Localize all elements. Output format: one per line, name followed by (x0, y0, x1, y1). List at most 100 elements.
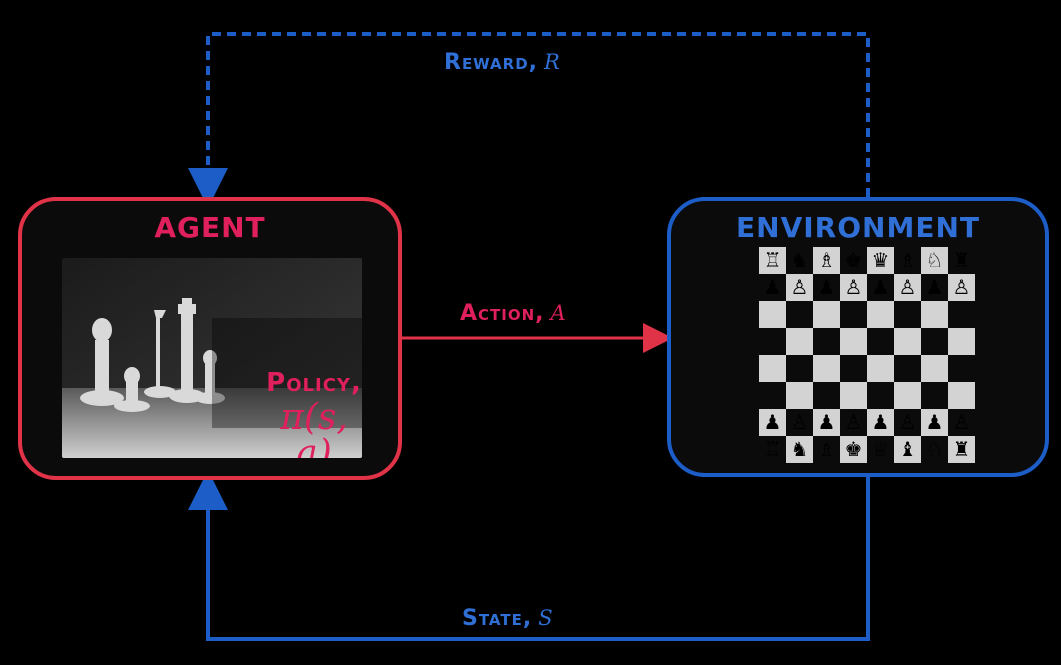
chess-piece-icon: ♗ (817, 437, 836, 461)
board-square (840, 328, 867, 355)
chess-piece-icon: ♚ (844, 437, 863, 461)
board-square (759, 301, 786, 328)
board-square: ♙ (948, 409, 975, 436)
chess-piece-icon: ♖ (763, 437, 782, 461)
board-square: ♛ (867, 247, 894, 274)
board-square: ♟ (921, 274, 948, 301)
board-square (813, 301, 840, 328)
board-square (840, 382, 867, 409)
board-square (867, 301, 894, 328)
board-square (921, 328, 948, 355)
chess-piece-icon: ♟ (817, 410, 836, 434)
policy-label: Policy, π(s, a) (266, 370, 362, 458)
board-square (894, 301, 921, 328)
board-square: ♙ (786, 274, 813, 301)
board-square (948, 328, 975, 355)
board-square: ♟ (813, 274, 840, 301)
chess-piece-icon: ♟ (925, 410, 944, 434)
board-square: ♚ (840, 247, 867, 274)
chess-piece-icon: ♟ (871, 410, 890, 434)
board-square (894, 382, 921, 409)
board-square: ♟ (813, 409, 840, 436)
board-square (786, 355, 813, 382)
chess-piece-icon: ♟ (763, 275, 782, 299)
board-square: ♖ (759, 436, 786, 463)
chess-piece-icon: ♗ (817, 248, 836, 272)
chess-piece-icon: ♛ (871, 248, 890, 272)
board-square (786, 301, 813, 328)
board-square: ♙ (894, 409, 921, 436)
board-square (867, 355, 894, 382)
board-square (813, 382, 840, 409)
chess-piece-icon: ♝ (898, 437, 917, 461)
board-square (840, 301, 867, 328)
board-square: ♞ (786, 247, 813, 274)
board-square (921, 382, 948, 409)
state-symbol: s (538, 598, 554, 633)
state-edge (188, 470, 870, 641)
chess-piece-icon: ♞ (790, 437, 809, 461)
agent-title: Agent (154, 211, 266, 244)
chess-piece-icon: ♘ (925, 437, 944, 461)
board-square: ♖ (759, 247, 786, 274)
board-square (867, 382, 894, 409)
board-square: ♟ (759, 274, 786, 301)
board-square (759, 328, 786, 355)
chess-board: ♖♞♗♚♛♗♘♜♟♙♟♙♟♙♟♙♟♙♟♙♟♙♟♙♖♞♗♚♕♝♘♜ (759, 247, 975, 463)
chess-piece-icon: ♙ (952, 275, 971, 299)
chess-piece-icon: ♜ (952, 248, 971, 272)
board-square: ♟ (867, 274, 894, 301)
reward-word: Reward, (444, 50, 539, 75)
board-square (840, 355, 867, 382)
chess-piece-icon: ♚ (844, 248, 863, 272)
board-square: ♜ (948, 247, 975, 274)
board-square: ♜ (948, 436, 975, 463)
chess-piece-icon: ♙ (898, 410, 917, 434)
action-label: Action,a (460, 293, 567, 328)
board-square: ♗ (813, 247, 840, 274)
reward-edge (188, 32, 870, 208)
reward-symbol: r (544, 42, 561, 77)
board-square: ♞ (786, 436, 813, 463)
board-square (894, 355, 921, 382)
board-square: ♝ (894, 436, 921, 463)
agent-box: Agent (18, 197, 402, 480)
board-square (948, 382, 975, 409)
chess-piece-icon: ♟ (817, 275, 836, 299)
board-square: ♟ (759, 409, 786, 436)
board-square: ♙ (840, 274, 867, 301)
action-symbol: a (550, 293, 567, 328)
board-square (786, 328, 813, 355)
board-square (894, 328, 921, 355)
board-square: ♙ (840, 409, 867, 436)
action-word: Action, (460, 301, 545, 326)
chess-piece-icon: ♙ (844, 410, 863, 434)
board-square (759, 355, 786, 382)
environment-title: Environment (736, 211, 980, 244)
chess-piece-icon: ♙ (898, 275, 917, 299)
board-square: ♗ (813, 436, 840, 463)
board-square (786, 382, 813, 409)
board-square: ♙ (894, 274, 921, 301)
chess-piece-icon: ♙ (790, 275, 809, 299)
board-square: ♙ (948, 274, 975, 301)
chess-piece-icon: ♙ (844, 275, 863, 299)
chess-piece-icon: ♙ (952, 410, 971, 434)
board-square (867, 328, 894, 355)
board-square: ♘ (921, 247, 948, 274)
board-square (813, 355, 840, 382)
state-word: State, (462, 606, 533, 631)
board-square (948, 355, 975, 382)
board-square (813, 328, 840, 355)
chess-pieces-photo: Policy, π(s, a) (62, 258, 362, 458)
board-square: ♚ (840, 436, 867, 463)
board-square: ♟ (867, 409, 894, 436)
board-square: ♟ (921, 409, 948, 436)
chess-piece-icon: ♟ (925, 275, 944, 299)
board-square (921, 301, 948, 328)
reward-label: Reward,r (444, 42, 561, 77)
chess-piece-icon: ♙ (790, 410, 809, 434)
board-square: ♕ (867, 436, 894, 463)
board-square (921, 355, 948, 382)
